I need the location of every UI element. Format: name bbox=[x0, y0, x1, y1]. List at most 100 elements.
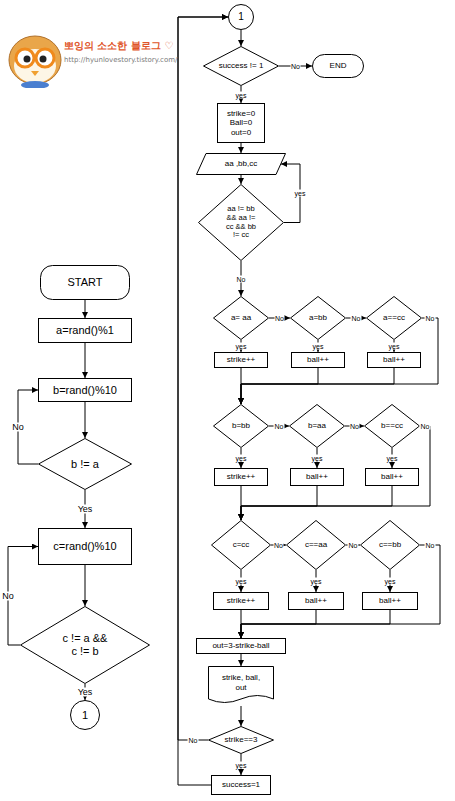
edge-label: yes bbox=[384, 578, 397, 585]
node-text: a=rand()%1 bbox=[56, 324, 114, 337]
flow-connector bbox=[85, 402, 86, 438]
edge-label: yes bbox=[311, 455, 324, 462]
decision-diamond: c==aa bbox=[286, 520, 346, 570]
process-box: ball++ bbox=[290, 468, 344, 486]
node-text: strike, ball, out bbox=[219, 673, 263, 691]
process-box: strike++ bbox=[214, 468, 268, 486]
decision-diamond: c=cc bbox=[211, 520, 271, 570]
flow-connector bbox=[85, 565, 86, 606]
decision-diamond: aa != bb && aa != cc && bb != cc bbox=[198, 184, 284, 261]
flow-connector bbox=[241, 654, 242, 666]
flow-connector bbox=[241, 143, 242, 153]
process-box: out=3-strike-ball bbox=[196, 638, 286, 654]
edge-label: No bbox=[290, 63, 301, 70]
watermark-url: http://hyunlovestory.tistory.com/ bbox=[64, 57, 177, 65]
node-text: 1 bbox=[82, 709, 88, 722]
flow-connector bbox=[241, 368, 318, 404]
edge-label: yes bbox=[294, 190, 307, 197]
connector-circle: 1 bbox=[70, 700, 100, 730]
node-text: strike++ bbox=[227, 472, 255, 481]
node-text: a= aa bbox=[231, 313, 251, 322]
node-text: c != a && c != b bbox=[59, 632, 111, 657]
node-text: ball++ bbox=[383, 355, 405, 364]
node-text: aa ,bb,cc bbox=[225, 159, 257, 168]
node-text: c=cc bbox=[233, 540, 250, 549]
process-box: ball++ bbox=[362, 592, 418, 610]
edge-label: No bbox=[273, 542, 284, 549]
edge-label: yes bbox=[386, 455, 399, 462]
edge-label: No bbox=[351, 315, 362, 322]
node-text: c==bb bbox=[379, 540, 401, 549]
edge-label: No bbox=[348, 542, 359, 549]
decision-diamond: c==bb bbox=[360, 520, 420, 570]
node-text: success=1 bbox=[222, 780, 260, 789]
node-text: a=bb bbox=[309, 313, 327, 322]
flow-connector bbox=[241, 545, 440, 638]
edge-label: yes bbox=[235, 91, 248, 98]
terminal-box: START bbox=[40, 265, 130, 300]
flow-connector bbox=[85, 300, 86, 318]
flow-connector bbox=[241, 30, 242, 46]
terminal-box: END bbox=[312, 54, 364, 78]
edge-label: No bbox=[236, 275, 247, 282]
process-box: ball++ bbox=[288, 592, 344, 610]
node-text: b=bb bbox=[232, 421, 250, 430]
edge-label: yes bbox=[388, 343, 401, 350]
edge-label: Yes bbox=[77, 688, 94, 697]
process-box: c=rand()%10 bbox=[38, 528, 132, 565]
flow-connector bbox=[85, 343, 86, 378]
edge-label: No bbox=[11, 423, 25, 432]
decision-diamond: b != a bbox=[38, 438, 132, 490]
node-text: strike==3 bbox=[225, 735, 258, 744]
node-text: strike++ bbox=[227, 355, 255, 364]
flow-connector bbox=[241, 318, 438, 404]
input-parallelogram: aa ,bb,cc bbox=[196, 153, 286, 175]
process-box: ball++ bbox=[291, 352, 345, 368]
edge-label: No bbox=[425, 542, 436, 549]
node-text: ball++ bbox=[305, 596, 327, 605]
node-text: strike=0 Ball=0 out=0 bbox=[221, 109, 261, 137]
watermark-title: 뽀잉의 소소한 블로그 ♡ bbox=[64, 40, 173, 51]
process-box: strike++ bbox=[214, 352, 268, 368]
decision-diamond: b=bb bbox=[213, 404, 269, 448]
edge-label: yes bbox=[312, 343, 325, 350]
node-text: out=3-strike-ball bbox=[212, 641, 269, 650]
edge-label: yes bbox=[235, 578, 248, 585]
process-box: strike++ bbox=[213, 592, 269, 610]
edge-label: yes bbox=[235, 343, 248, 350]
process-box: strike=0 Ball=0 out=0 bbox=[217, 103, 265, 143]
output-document: strike, ball, out bbox=[208, 666, 274, 706]
node-text: ball++ bbox=[381, 472, 403, 481]
edge-label: No bbox=[188, 737, 199, 744]
edge-label: yes bbox=[310, 578, 323, 585]
edge-label: No bbox=[1, 591, 15, 600]
process-box: b=rand()%10 bbox=[38, 378, 132, 402]
process-box: ball++ bbox=[365, 468, 419, 486]
edge-label: No bbox=[349, 423, 360, 430]
mascot-illustration bbox=[6, 28, 64, 88]
node-text: b=aa bbox=[308, 421, 326, 430]
edge-label: yes bbox=[235, 455, 248, 462]
node-text: END bbox=[330, 61, 347, 70]
edge-label: yes bbox=[235, 761, 248, 768]
decision-diamond: b=aa bbox=[289, 404, 345, 448]
edge-label: No bbox=[274, 315, 285, 322]
node-text: b != a bbox=[71, 458, 99, 471]
node-text: success != 1 bbox=[219, 61, 264, 70]
node-text: 1 bbox=[238, 11, 244, 23]
node-text: START bbox=[67, 276, 102, 289]
flow-connector bbox=[241, 486, 392, 520]
decision-diamond: a= aa bbox=[213, 296, 269, 340]
edge-label: No bbox=[425, 315, 436, 322]
node-text: a==cc bbox=[383, 313, 405, 322]
node-text: ball++ bbox=[307, 355, 329, 364]
decision-diamond: c != a && c != b bbox=[20, 606, 150, 684]
flow-connector bbox=[241, 486, 317, 520]
node-text: b=rand()%10 bbox=[53, 384, 117, 397]
process-box: success=1 bbox=[211, 775, 271, 795]
flow-connector bbox=[241, 368, 394, 404]
decision-diamond: a=bb bbox=[290, 296, 346, 340]
node-text: aa != bb && aa != cc && bb != cc bbox=[224, 205, 258, 240]
decision-diamond: b==cc bbox=[364, 404, 420, 448]
